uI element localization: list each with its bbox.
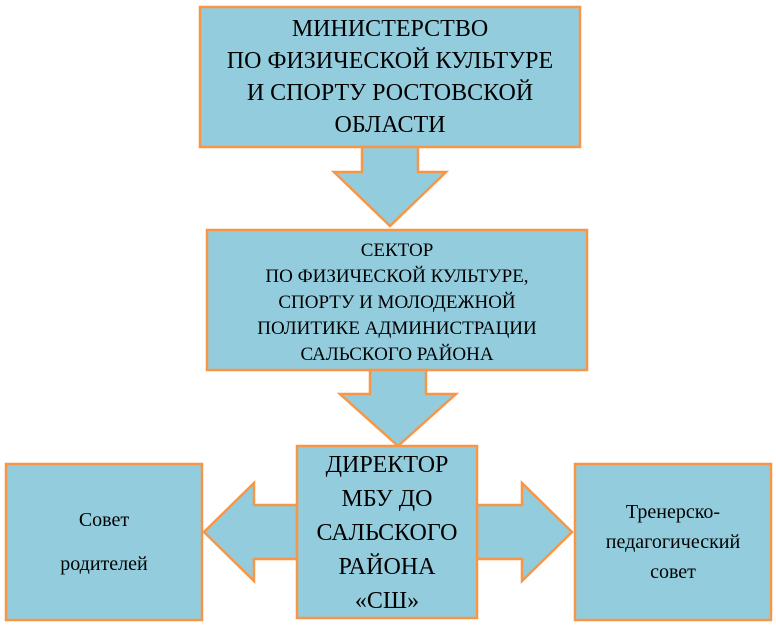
director-box — [295, 444, 479, 620]
ministry-line: МИНИСТЕРСТВО — [291, 16, 489, 42]
arrow-left-to-parents — [202, 480, 299, 584]
sector-line: СПОРТУ И МОЛОДЕЖНОЙ — [278, 292, 516, 313]
ministry-line: ПО ФИЗИЧЕСКОЙ КУЛЬТУРЕ — [226, 48, 554, 74]
director-label: ДИРЕКТОР МБУ ДО САЛЬСКОГО РАЙОНА «СШ» — [297, 446, 477, 618]
parents-council-label: Совет родителей — [6, 464, 202, 620]
arrow-right-to-coaches — [475, 480, 574, 584]
ministry-label: МИНИСТЕРСТВО ПО ФИЗИЧЕСКОЙ КУЛЬТУРЕ И СП… — [200, 7, 580, 147]
sector-line: СЕКТОР — [360, 240, 434, 261]
ministry-line: И СПОРТУ РОСТОВСКОЙ — [246, 80, 534, 106]
arrow-down-sector-to-director — [336, 368, 460, 448]
coaching-council-label: Тренерско- педагогический совет — [575, 464, 771, 620]
coaching-council-line: Тренерско- — [625, 501, 721, 523]
coaching-council-box — [573, 462, 773, 622]
sector-box — [205, 228, 589, 372]
director-line: «СШ» — [354, 588, 420, 614]
coaching-council-line: педагогический — [605, 531, 741, 553]
sector-line: ПОЛИТИКЕ АДМИНИСТРАЦИИ — [257, 318, 537, 339]
coaching-council-line: совет — [650, 561, 696, 583]
director-line: МБУ ДО — [341, 486, 433, 512]
ministry-box — [198, 5, 582, 149]
sector-label: СЕКТОР ПО ФИЗИЧЕСКОЙ КУЛЬТУРЕ, СПОРТУ И … — [207, 230, 587, 370]
director-line: ДИРЕКТОР — [325, 452, 449, 478]
director-line: САЛЬСКОГО — [316, 520, 458, 546]
sector-line: САЛЬСКОГО РАЙОНА — [300, 344, 494, 365]
parents-council-box — [4, 462, 204, 622]
parents-council-line: Совет — [78, 509, 130, 531]
sector-line: ПО ФИЗИЧЕСКОЙ КУЛЬТУРЕ, — [265, 266, 529, 287]
director-line: РАЙОНА — [338, 554, 436, 580]
ministry-line: ОБЛАСТИ — [334, 112, 446, 138]
arrow-down-ministry-to-sector — [330, 145, 450, 228]
parents-council-line: родителей — [60, 553, 148, 575]
